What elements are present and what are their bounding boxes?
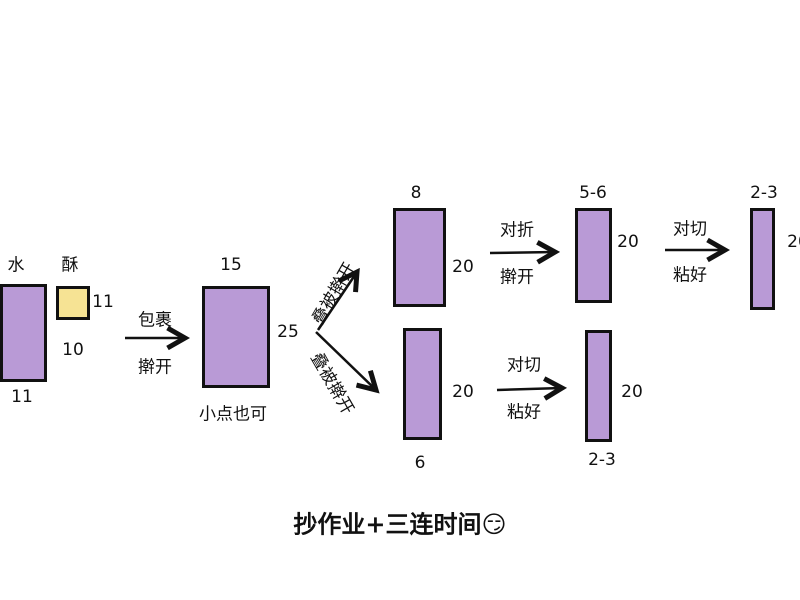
- pastry-butter: [56, 286, 90, 320]
- footer-title-wrap: 抄作业+三连时间😏: [293, 505, 506, 540]
- lower-s2-dough: [585, 330, 612, 442]
- lower-s2-width: 2-3: [588, 450, 616, 470]
- upper-s1-height: 20: [452, 257, 474, 277]
- water-dough-width: 11: [11, 387, 33, 407]
- upper-s3-dough: [750, 208, 775, 310]
- lower-s1-dough: [403, 328, 442, 440]
- arrow-fold-top: 对折: [500, 220, 534, 241]
- arrow-wrap-bottom: 擀开: [138, 357, 172, 378]
- arrow-branch-down: [315, 331, 376, 390]
- lower-s1-width: 6: [414, 453, 426, 473]
- upper-s3-width: 2-3: [750, 183, 778, 203]
- arrow-cut-upper-top: 对切: [673, 219, 707, 240]
- upper-s2-height: 20: [617, 232, 639, 252]
- upper-s2-dough: [575, 208, 612, 303]
- pastry-width: 10: [62, 340, 84, 360]
- footer-title: 抄作业+三连时间: [293, 510, 482, 539]
- arrow-cut-lower: [496, 388, 562, 390]
- lower-s1-height: 20: [452, 382, 474, 402]
- pastry-label: 酥: [61, 255, 79, 276]
- arrow-cut-lower-bottom: 粘好: [507, 402, 541, 423]
- arrow-fold: [489, 252, 555, 253]
- arrow-cut-lower-top: 对切: [507, 355, 541, 376]
- step2-height: 25: [277, 322, 299, 342]
- arrow-cut-upper-bottom: 粘好: [673, 265, 707, 286]
- smirk-emoji-icon: 😏: [481, 510, 507, 539]
- arrow-wrap-top: 包裹: [138, 310, 172, 331]
- step2-width: 15: [220, 255, 242, 275]
- upper-s3-height: 20: [787, 232, 800, 252]
- lower-s2-height: 20: [621, 382, 643, 402]
- upper-s1-dough: [393, 208, 446, 307]
- upper-s2-width: 5-6: [579, 183, 607, 203]
- step2-dough: [202, 286, 270, 388]
- arrow-fold-bottom: 擀开: [500, 267, 534, 288]
- arrow-branch-up: [316, 272, 357, 331]
- water-dough: [0, 284, 47, 382]
- water-dough-label: 水: [7, 255, 25, 276]
- pastry-height: 11: [92, 292, 114, 312]
- upper-s1-width: 8: [410, 183, 422, 203]
- step2-note: 小点也可: [199, 404, 267, 425]
